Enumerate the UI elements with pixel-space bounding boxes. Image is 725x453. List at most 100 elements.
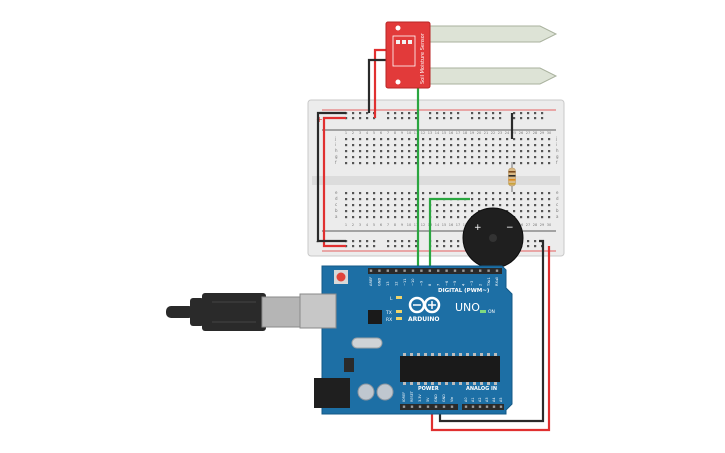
breadboard-hole[interactable]: [415, 138, 418, 141]
breadboard-hole[interactable]: [485, 198, 488, 201]
rail-hole[interactable]: [352, 245, 355, 248]
rail-hole[interactable]: [534, 112, 537, 115]
breadboard-hole[interactable]: [499, 156, 502, 159]
breadboard-hole[interactable]: [520, 210, 523, 213]
breadboard-hole[interactable]: [464, 144, 467, 147]
rail-hole[interactable]: [457, 112, 460, 115]
rail-hole[interactable]: [443, 117, 446, 120]
breadboard-hole[interactable]: [415, 198, 418, 201]
breadboard-hole[interactable]: [443, 192, 446, 195]
breadboard-hole[interactable]: [415, 216, 418, 219]
header-pin[interactable]: [479, 269, 482, 272]
breadboard-hole[interactable]: [387, 192, 390, 195]
breadboard-hole[interactable]: [506, 198, 509, 201]
breadboard-hole[interactable]: [527, 150, 530, 153]
breadboard-hole[interactable]: [457, 156, 460, 159]
breadboard-hole[interactable]: [527, 162, 530, 165]
rail-hole[interactable]: [478, 117, 481, 120]
breadboard-hole[interactable]: [352, 150, 355, 153]
breadboard-hole[interactable]: [534, 144, 537, 147]
breadboard-hole[interactable]: [499, 204, 502, 207]
breadboard-hole[interactable]: [513, 162, 516, 165]
rail-hole[interactable]: [345, 117, 348, 120]
rail-hole[interactable]: [450, 240, 453, 243]
breadboard-hole[interactable]: [359, 210, 362, 213]
breadboard-hole[interactable]: [457, 162, 460, 165]
breadboard-hole[interactable]: [408, 150, 411, 153]
breadboard-hole[interactable]: [408, 192, 411, 195]
breadboard-hole[interactable]: [359, 204, 362, 207]
breadboard-hole[interactable]: [527, 210, 530, 213]
header-pin[interactable]: [369, 269, 373, 272]
breadboard-hole[interactable]: [520, 192, 523, 195]
header-pin[interactable]: [410, 405, 414, 408]
rail-hole[interactable]: [457, 117, 460, 120]
breadboard-hole[interactable]: [373, 144, 376, 147]
breadboard-hole[interactable]: [520, 150, 523, 153]
breadboard-hole[interactable]: [401, 144, 404, 147]
breadboard-hole[interactable]: [401, 216, 404, 219]
breadboard-hole[interactable]: [492, 150, 495, 153]
breadboard-hole[interactable]: [345, 210, 348, 213]
breadboard[interactable]: 1122334455667788991010111112121313141415…: [307, 99, 565, 257]
breadboard-hole[interactable]: [457, 216, 460, 219]
rail-hole[interactable]: [394, 112, 397, 115]
breadboard-hole[interactable]: [478, 198, 481, 201]
rail-hole[interactable]: [443, 240, 446, 243]
breadboard-hole[interactable]: [408, 204, 411, 207]
breadboard-hole[interactable]: [429, 138, 432, 141]
rail-hole[interactable]: [345, 245, 348, 248]
rail-hole[interactable]: [415, 240, 418, 243]
breadboard-hole[interactable]: [443, 216, 446, 219]
breadboard-hole[interactable]: [415, 204, 418, 207]
breadboard-hole[interactable]: [457, 204, 460, 207]
rail-hole[interactable]: [345, 240, 348, 243]
breadboard-hole[interactable]: [548, 216, 551, 219]
breadboard-hole[interactable]: [499, 198, 502, 201]
breadboard-hole[interactable]: [422, 204, 425, 207]
breadboard-hole[interactable]: [527, 216, 530, 219]
breadboard-hole[interactable]: [443, 144, 446, 147]
breadboard-hole[interactable]: [387, 150, 390, 153]
breadboard-hole[interactable]: [380, 192, 383, 195]
breadboard-hole[interactable]: [450, 144, 453, 147]
header-pin[interactable]: [418, 405, 422, 408]
rail-hole[interactable]: [408, 245, 411, 248]
breadboard-hole[interactable]: [436, 204, 439, 207]
breadboard-hole[interactable]: [422, 144, 425, 147]
rail-hole[interactable]: [359, 112, 362, 115]
breadboard-hole[interactable]: [548, 192, 551, 195]
breadboard-hole[interactable]: [408, 138, 411, 141]
breadboard-hole[interactable]: [548, 210, 551, 213]
breadboard-hole[interactable]: [429, 150, 432, 153]
breadboard-hole[interactable]: [352, 198, 355, 201]
rail-hole[interactable]: [359, 240, 362, 243]
breadboard-hole[interactable]: [436, 138, 439, 141]
breadboard-hole[interactable]: [464, 138, 467, 141]
breadboard-hole[interactable]: [457, 144, 460, 147]
breadboard-hole[interactable]: [548, 156, 551, 159]
rail-hole[interactable]: [387, 245, 390, 248]
breadboard-hole[interactable]: [352, 138, 355, 141]
breadboard-hole[interactable]: [506, 156, 509, 159]
header-pin[interactable]: [453, 269, 457, 272]
rail-hole[interactable]: [401, 240, 404, 243]
rail-hole[interactable]: [415, 245, 418, 248]
breadboard-hole[interactable]: [359, 150, 362, 153]
breadboard-hole[interactable]: [548, 198, 551, 201]
rail-hole[interactable]: [492, 112, 495, 115]
rail-hole[interactable]: [520, 117, 523, 120]
breadboard-hole[interactable]: [422, 156, 425, 159]
breadboard-hole[interactable]: [436, 156, 439, 159]
breadboard-hole[interactable]: [527, 156, 530, 159]
breadboard-hole[interactable]: [387, 138, 390, 141]
wire-black-left-rail[interactable]: [316, 111, 346, 243]
breadboard-hole[interactable]: [527, 138, 530, 141]
rail-hole[interactable]: [485, 112, 488, 115]
breadboard-hole[interactable]: [408, 210, 411, 213]
breadboard-hole[interactable]: [429, 156, 432, 159]
breadboard-hole[interactable]: [373, 150, 376, 153]
breadboard-hole[interactable]: [478, 162, 481, 165]
breadboard-hole[interactable]: [513, 204, 516, 207]
